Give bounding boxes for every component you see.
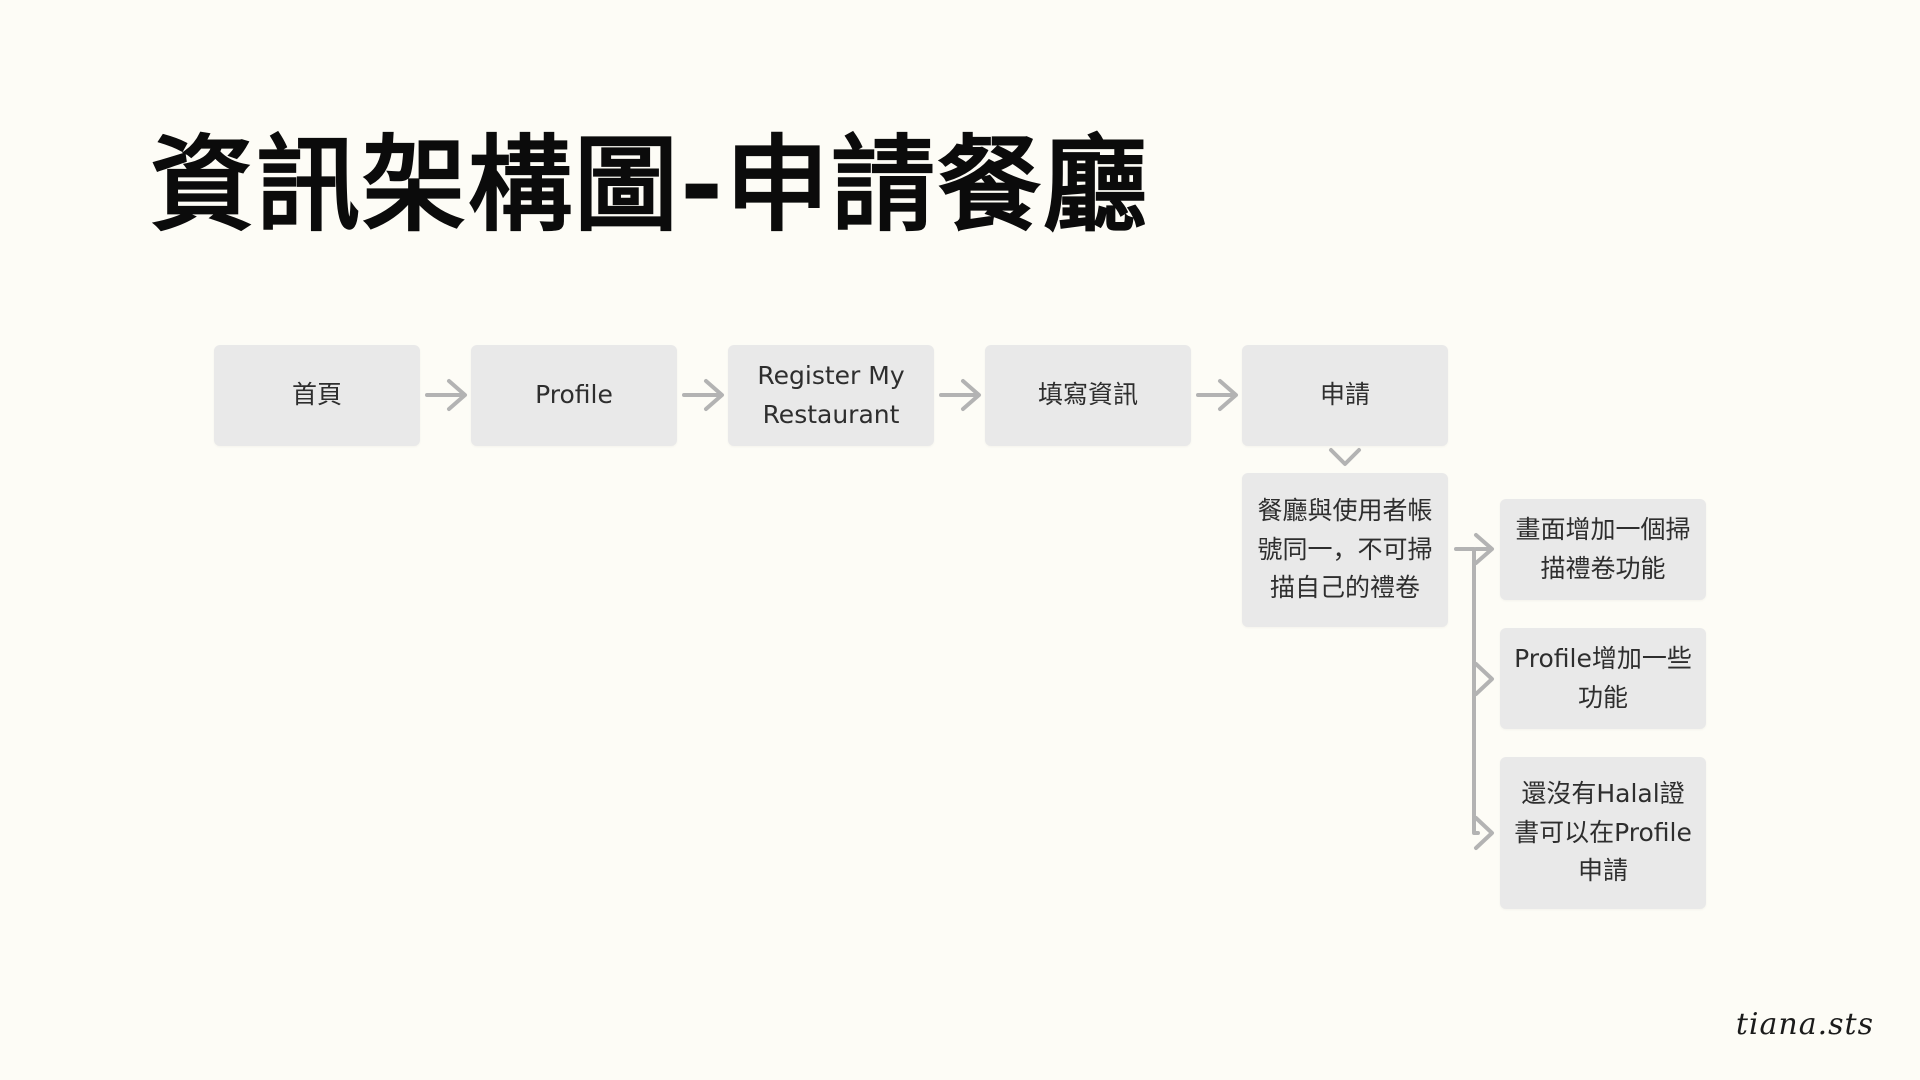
page-title: 資訊架構圖-申請餐廳 (150, 124, 1150, 246)
arrow-to-outcome-2 (1474, 662, 1494, 696)
arrow-home-to-profile (425, 379, 467, 411)
node-register-my-restaurant: Register My Restaurant (728, 345, 934, 446)
condition-text: 餐廳與使用者帳 號同一，不可掃 描自己的禮卷 (1257, 495, 1433, 603)
arrow-profile-to-register (682, 379, 724, 411)
arrow-register-to-fill-info (939, 379, 981, 411)
signature: tiana.sts (1735, 1007, 1874, 1042)
node-profile: Profile (471, 345, 677, 446)
node-outcome-scan-coupon: 畫面增加一個掃 描禮卷功能 (1500, 499, 1706, 600)
node-condition: 餐廳與使用者帳 號同一，不可掃 描自己的禮卷 (1242, 473, 1448, 627)
arrow-fill-info-to-apply (1196, 379, 1238, 411)
register-line: Register My Restaurant (757, 360, 905, 429)
node-outcome-halal-apply: 還沒有Halal證 書可以在Profile 申請 (1500, 757, 1706, 909)
arrow-apply-to-condition (1329, 448, 1361, 466)
arrow-to-outcome-1 (1474, 533, 1494, 565)
branch-bracket (1454, 547, 1480, 835)
outcome-3-text: 還沒有Halal證 書可以在Profile 申請 (1514, 778, 1692, 886)
arrow-to-outcome-3 (1474, 816, 1494, 850)
node-outcome-profile-features: Profile增加一些 功能 (1500, 628, 1706, 729)
node-fill-info: 填寫資訊 (985, 345, 1191, 446)
node-home: 首頁 (214, 345, 420, 446)
outcome-2-text: Profile增加一些 功能 (1514, 643, 1692, 712)
node-apply: 申請 (1242, 345, 1448, 446)
outcome-1-text: 畫面增加一個掃 描禮卷功能 (1515, 514, 1691, 583)
